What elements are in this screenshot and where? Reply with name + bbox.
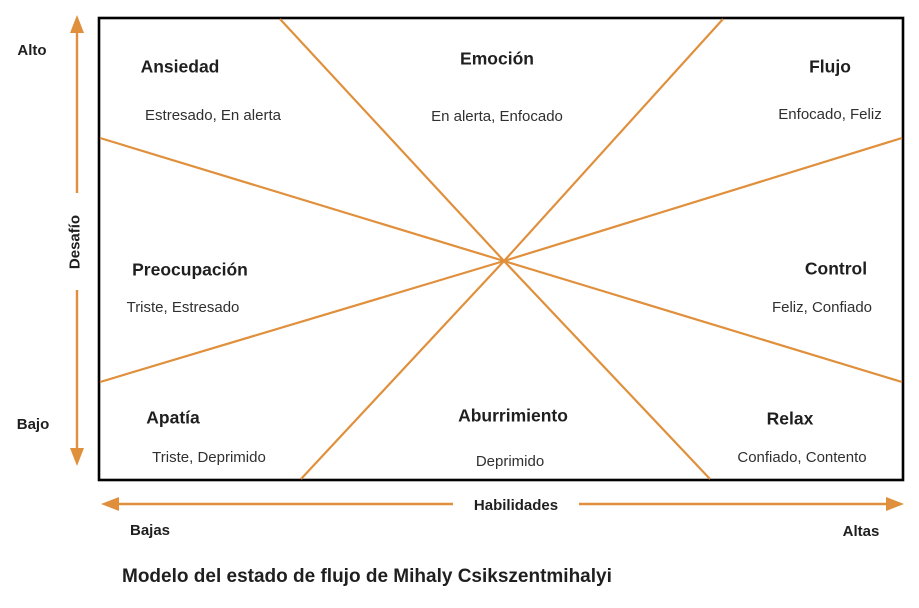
ray-left-lower [99, 259, 505, 384]
y-axis-high-label: Alto [17, 41, 47, 59]
y-axis-title: Desafío [66, 214, 84, 270]
arrow-up-icon [70, 15, 84, 33]
region-control-name: Control [804, 258, 868, 279]
region-preocupacion-name: Preocupación [132, 259, 248, 280]
ray-bottom-left [300, 260, 505, 480]
y-axis-arrow [70, 15, 84, 466]
ray-right-lower [503, 259, 903, 384]
region-apatia-name: Apatía [146, 407, 200, 428]
region-flujo-name: Flujo [809, 56, 851, 77]
x-axis-title: Habilidades [473, 496, 559, 514]
region-aburrimiento-feelings: Deprimido [475, 452, 545, 470]
y-axis-low-label: Bajo [16, 415, 50, 433]
region-flujo-feelings: Enfocado, Feliz [778, 105, 882, 123]
ray-top-right [503, 18, 724, 262]
ray-left-upper [99, 136, 505, 263]
region-relax-name: Relax [766, 408, 814, 429]
region-aburrimiento-name: Aburrimiento [458, 405, 568, 426]
region-preocupacion-feelings: Triste, Estresado [126, 298, 240, 316]
arrow-left-icon [101, 497, 119, 511]
region-relax-feelings: Confiado, Contento [737, 448, 867, 466]
x-axis-high-label: Altas [842, 522, 880, 540]
chart-border [97, 16, 905, 482]
region-ansiedad-name: Ansiedad [140, 56, 220, 77]
ray-right-upper [503, 136, 903, 263]
region-emocion-name: Emoción [460, 48, 534, 69]
region-emocion-feelings: En alerta, Enfocado [431, 107, 563, 125]
x-axis-arrow [101, 497, 904, 511]
diagonal-lines [99, 18, 903, 480]
diagram-title: Modelo del estado de flujo de Mihaly Csi… [122, 566, 612, 587]
arrow-right-icon [886, 497, 904, 511]
region-control-feelings: Feliz, Confiado [771, 298, 873, 316]
ray-top-left [279, 18, 505, 262]
region-ansiedad-feelings: Estresado, En alerta [145, 106, 281, 124]
arrow-down-icon [70, 448, 84, 466]
region-apatia-feelings: Triste, Deprimido [152, 448, 266, 466]
x-axis-low-label: Bajas [129, 521, 171, 539]
ray-bottom-right [503, 260, 711, 480]
